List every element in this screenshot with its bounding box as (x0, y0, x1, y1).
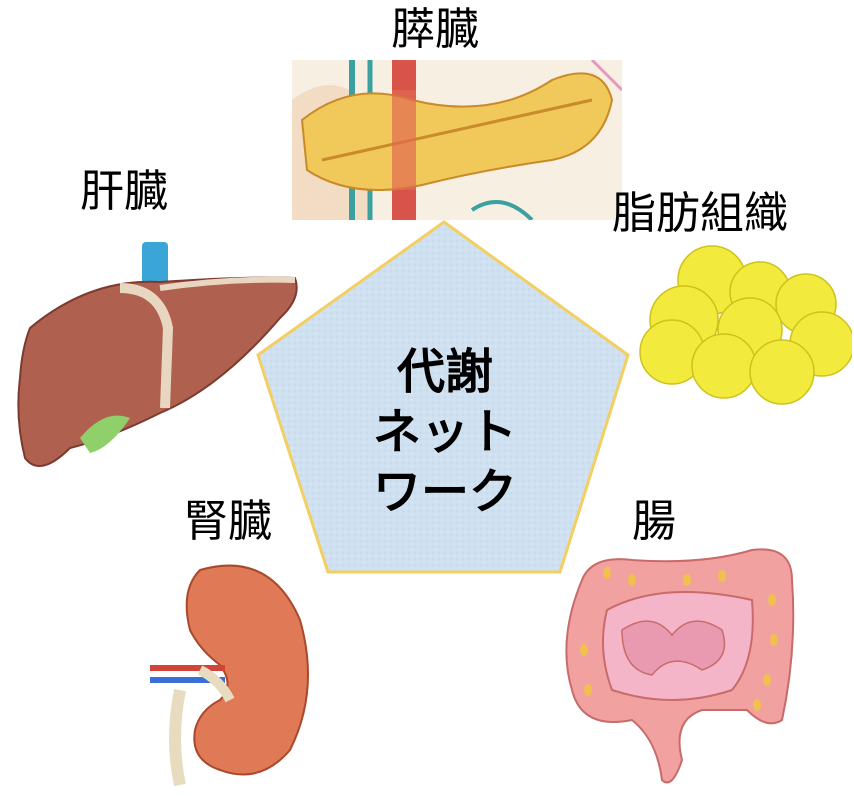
kidney-illustration (150, 564, 309, 787)
label-kidney: 腎臓 (184, 496, 272, 547)
center-line-2: ネット (372, 404, 517, 460)
center-title: 代謝 ネット ワーク (360, 342, 530, 522)
fat-tissue-illustration (639, 245, 852, 405)
label-fat-tissue: 脂肪組織 (612, 188, 788, 239)
liver-illustration (17, 242, 298, 467)
intestine-illustration (565, 548, 795, 784)
label-liver: 肝臓 (80, 166, 168, 217)
pancreas-illustration (292, 60, 622, 220)
center-line-3: ワーク (372, 464, 517, 520)
center-line-1: 代謝 (396, 344, 493, 400)
label-pancreas: 膵臓 (391, 4, 479, 55)
label-intestine: 腸 (632, 496, 676, 547)
